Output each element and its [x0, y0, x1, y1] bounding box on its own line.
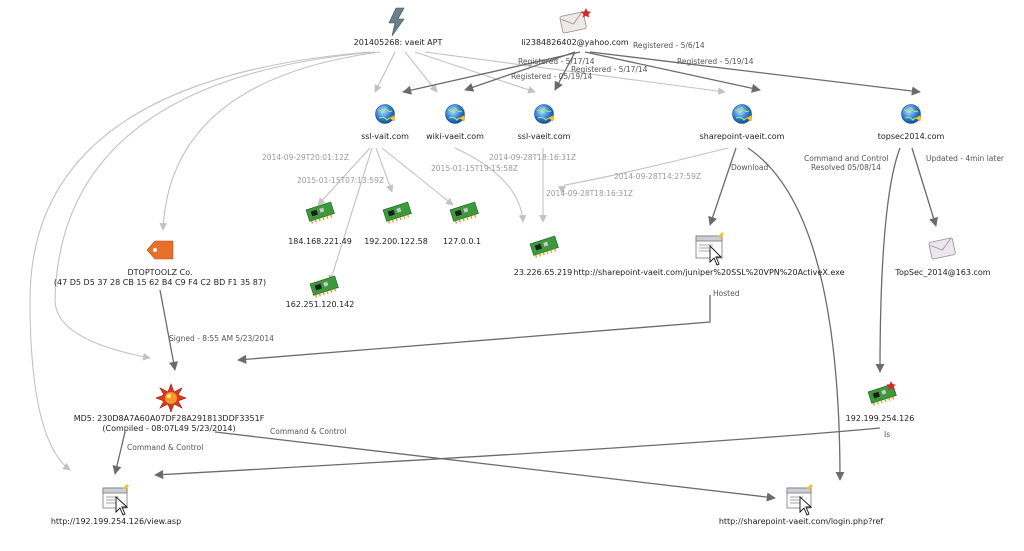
node-label-md5[interactable]: MD5: 230D8A7A60A07DF28A291813DDF3351F (C…	[74, 414, 265, 433]
node-label-ip-23[interactable]: 23.226.65.219	[513, 268, 573, 277]
dark-edges	[112, 51, 938, 502]
node-label-ip-127[interactable]: 127.0.0.1	[442, 237, 482, 246]
edge-md5-view-url	[112, 431, 126, 475]
edge-md5-login-url	[214, 431, 776, 502]
network-card-starred-icon	[867, 381, 897, 406]
node-label-ip-184[interactable]: 184.168.221.49	[288, 237, 352, 246]
edge-label-registered: Registered - 5/17/14	[571, 65, 648, 74]
edge-email-topsec	[589, 51, 921, 96]
md5-compiled: (Compiled - 08:07L49 5/23/2014)	[102, 423, 236, 433]
dtoptoolz-serial: (47 D5 D5 37 28 CB 15 62 B4 C9 F4 C2 BD …	[53, 277, 267, 287]
edge-sslvait-184	[317, 147, 371, 206]
light-edges	[29, 51, 729, 471]
edge-sharepoint-login	[747, 147, 845, 481]
node-label-email[interactable]: li2384826402@yahoo.com	[521, 38, 629, 47]
edge-email-ssl-vaeit	[554, 51, 576, 91]
edge-apt-view-url	[29, 51, 371, 471]
node-label-ip-192-200[interactable]: 192.200.122.58	[364, 237, 428, 246]
edge-label-timestamp: 2014-09-28T18:16:31Z	[489, 153, 576, 162]
edge-label-registered: Registered - 05/19/14	[511, 72, 593, 81]
edge-apt-ssl-vaeit	[414, 51, 536, 94]
dtoptoolz-name: DTOPTOOLZ Co.	[127, 268, 193, 277]
malware-burst-icon	[155, 383, 187, 413]
edge-apt-sharepoint	[424, 51, 726, 95]
edge-apt-dtoptoolz	[159, 51, 381, 231]
edge-sharepoint-23	[558, 147, 729, 194]
edge-apt-md5	[54, 51, 376, 361]
tag-icon	[146, 240, 174, 260]
edge-wiki-23	[454, 147, 527, 223]
edge-label-registered: Registered - 5/17/14	[518, 57, 595, 66]
edge-sslvait-162	[328, 147, 373, 283]
node-label-juniper-url[interactable]: http://sharepoint-vaeit.com/juniper%20SS…	[573, 268, 845, 277]
window-cursor-icon	[695, 232, 724, 266]
node-label-topsec2014[interactable]: topsec2014.com	[877, 132, 945, 141]
network-card-icon	[449, 201, 479, 224]
window-cursor-icon	[786, 484, 813, 516]
node-label-ssl-vait[interactable]: ssl-vait.com	[361, 132, 409, 141]
edge-label-timestamp: 2015-01-15T19:15:58Z	[431, 164, 518, 173]
globe-icon	[375, 104, 396, 124]
node-label-ip-192-199[interactable]: 192.199.254.126	[845, 414, 915, 423]
edge-label-timestamp: 2014-09-28T14:27:59Z	[614, 172, 701, 181]
edge-sharepoint-juniper	[708, 147, 737, 226]
edge-apt-ssl-vait	[374, 51, 396, 93]
edge-label-cnc: Command & Control	[127, 443, 204, 452]
edge-label-cnc: Command & Control	[270, 427, 347, 436]
edge-sslvait-127	[381, 147, 454, 206]
node-label-apt[interactable]: 201405268: vaeit APT	[353, 38, 443, 47]
edge-ip192199-view-url	[154, 427, 881, 480]
lightning-bolt-icon	[388, 7, 405, 37]
edge-email-sharepoint	[584, 51, 761, 93]
edge-label-cnc: Command and Control	[804, 154, 889, 163]
edge-juniper-md5	[237, 295, 711, 364]
edge-label-is: Is	[884, 430, 891, 439]
node-label-sharepoint-vaeit[interactable]: sharepoint-vaeit.com	[699, 132, 785, 141]
node-label-ssl-vaeit[interactable]: ssl-vaeit.com	[517, 132, 571, 141]
envelope-icon	[928, 237, 956, 260]
window-cursor-icon	[102, 484, 129, 516]
network-card-icon	[382, 201, 412, 224]
node-label-login-url[interactable]: http://sharepoint-vaeit.com/login.php?re…	[718, 517, 884, 526]
edge-label-resolved: Resolved 05/08/14	[811, 163, 881, 172]
network-card-icon	[305, 201, 335, 224]
edge-email-ssl-vait	[402, 51, 581, 95]
edge-label-timestamp: 2014-09-29T20:01:12Z	[262, 153, 349, 162]
globe-icon	[732, 104, 753, 124]
edge-label-registered: Registered - 5/19/14	[677, 57, 754, 66]
node-label-ip-162[interactable]: 162.251.120.142	[285, 300, 355, 309]
edge-label-registered: Registered - 5/6/14	[633, 41, 705, 50]
globe-icon	[445, 104, 466, 124]
edge-label-timestamp: 2015-01-15T07:13:59Z	[297, 176, 384, 185]
edge-topsec-topsecemail	[911, 147, 938, 227]
edge-label-timestamp: 2014-09-28T18:16:31Z	[546, 189, 633, 198]
edge-sslvait-192	[375, 147, 394, 193]
globe-icon	[901, 104, 922, 124]
edge-topsec-ip192199	[875, 147, 901, 373]
edge-label-hosted: Hosted	[713, 289, 740, 298]
md5-hash: MD5: 230D8A7A60A07DF28A291813DDF3351F	[73, 414, 265, 423]
edge-label-signed: Signed - 8:55 AM 5/23/2014	[169, 334, 274, 343]
edge-dtoptoolz-md5	[159, 289, 178, 371]
envelope-starred-icon	[559, 8, 592, 34]
node-label-wiki-vaeit[interactable]: wiki-vaeit.com	[426, 132, 484, 141]
edge-label-updated: Updated - 4min later	[926, 154, 1005, 163]
edge-label-download: Download	[731, 163, 769, 172]
node-label-view-url[interactable]: http://192.199.254.126/view.asp	[50, 517, 182, 526]
node-label-dtoptoolz[interactable]: DTOPTOOLZ Co. (47 D5 D5 37 28 CB 15 62 B…	[54, 268, 266, 287]
edge-email-wiki-vaeit	[464, 51, 576, 92]
network-card-icon	[309, 275, 339, 298]
network-card-icon	[529, 235, 559, 258]
node-label-topsec-email[interactable]: TopSec_2014@163.com	[895, 268, 991, 277]
globe-icon	[534, 104, 555, 124]
